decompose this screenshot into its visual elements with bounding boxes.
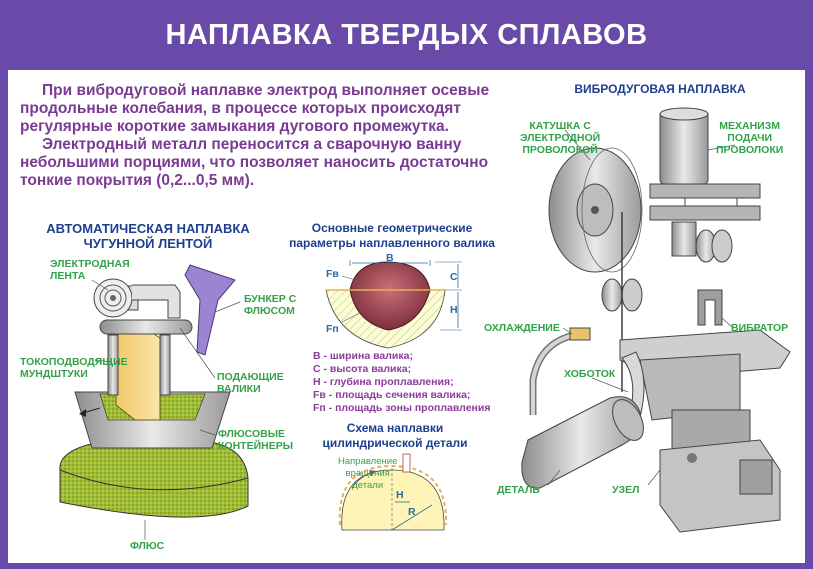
label-rotation-direction: Направление вращения детали [338, 456, 398, 491]
legend-item: Fп - площадь зоны проплавления [313, 402, 491, 414]
flux-hopper [184, 264, 236, 356]
label-bead-fv: Fв [326, 268, 339, 280]
label-bead-h: H [450, 304, 458, 316]
label-vibrator: ВИБРАТОР [731, 322, 789, 334]
label-contact-tips: ТОКОПОДВОДЯЩИЕ МУНДШТУКИ [20, 356, 128, 380]
label-unit: УЗЕЛ [612, 484, 640, 496]
electrode [402, 453, 411, 473]
cylinder-scheme [338, 453, 448, 531]
auto-cladding-heading: АВТОМАТИЧЕСКАЯ НАПЛАВКА ЧУГУННОЙ ЛЕНТОЙ [46, 221, 250, 251]
auto-cladding-drawing [59, 264, 249, 540]
label-cyl-r: R [408, 506, 416, 518]
label-arm: ХОБОТОК [564, 368, 616, 380]
intro-text: При вибродуговой наплавке электрод выпол… [20, 82, 520, 190]
vibrator-magnet [697, 289, 723, 326]
bead-legend: B - ширина валика; C - высота валика; H … [313, 350, 490, 415]
cylinder-heading: Схема наплавки цилиндрической детали [322, 421, 468, 450]
legend-item: Fв - площадь сечения валика; [313, 389, 471, 401]
label-bead-b: B [386, 252, 394, 264]
legend-item: B - ширина валика; [313, 350, 413, 362]
flux-base [59, 441, 249, 518]
label-feed-mechanism: МЕХАНИЗМ ПОДАЧИ ПРОВОЛОКИ [716, 120, 784, 156]
label-bead-c: C [450, 271, 458, 283]
legend-item: C - высота валика; [313, 363, 412, 375]
feed-motor [659, 111, 709, 185]
label-part: ДЕТАЛЬ [497, 484, 540, 496]
bead-cross-section [325, 260, 462, 349]
wire-roller [601, 278, 623, 312]
vibro-heading: ВИБРОДУГОВАЯ НАПЛАВКА [574, 82, 746, 96]
legend-item: H - глубина проплавления; [313, 376, 454, 388]
label-cyl-h: H [396, 489, 404, 501]
intro-paragraph-1: При вибродуговой наплавке электрод выпол… [20, 82, 490, 135]
label-cooling: ОХЛАЖДЕНИЕ [484, 322, 560, 334]
bead-heading: Основные геометрические параметры наплав… [289, 221, 495, 250]
label-wire-coil: КАТУШКА С ЭЛЕКТРОДНОЙ ПРОВОЛОКОЙ [520, 120, 601, 156]
label-electrode-tape: ЭЛЕКТРОДНАЯ ЛЕНТА [50, 258, 130, 282]
label-flux-containers: ФЛЮСОВЫЕ КОНТЕЙНЕРЫ [218, 428, 293, 452]
label-flux: ФЛЮС [130, 540, 165, 552]
label-bead-fp: Fп [326, 323, 339, 335]
intro-paragraph-2: Электродный металл переносится а сварочн… [20, 136, 489, 189]
label-flux-hopper: БУНКЕР С ФЛЮСОМ [244, 293, 297, 317]
page-title: НАПЛАВКА ТВЕРДЫХ СПЛАВОВ [165, 18, 648, 51]
vibro-machine-drawing [521, 107, 791, 533]
label-feed-rollers: ПОДАЮЩИЕ ВАЛИКИ [217, 371, 284, 395]
